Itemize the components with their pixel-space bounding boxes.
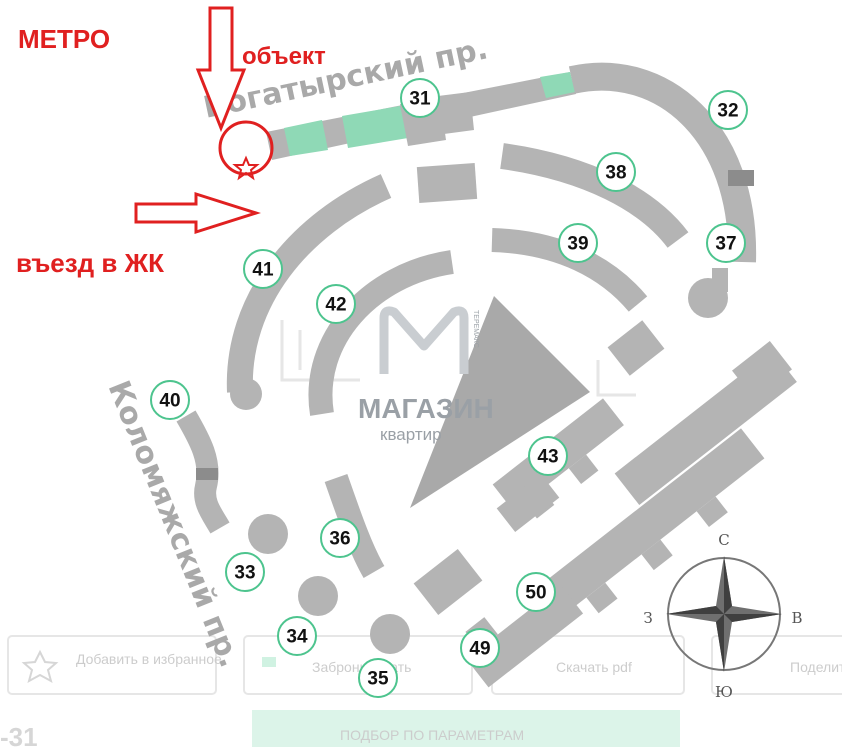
building-33: [248, 514, 288, 554]
building-43-west: [496, 473, 560, 533]
book-icon: [262, 657, 276, 667]
building-32-divider: [728, 170, 754, 186]
compass-rose: С Ю В З: [643, 531, 802, 701]
share-label: Поделиться: [790, 659, 842, 675]
metro-label: МЕТРО: [18, 24, 110, 54]
building-badge-41[interactable]: [243, 249, 283, 289]
building-number-33: 33: [234, 563, 255, 584]
building-badge-38[interactable]: [596, 152, 636, 192]
building-number-32: 32: [717, 101, 738, 122]
watermark: МАГАЗИН квартир ТЕРЕМАКС: [358, 306, 494, 444]
right-arrow-icon: [134, 191, 261, 235]
building-number-39: 39: [567, 234, 588, 255]
entrance-label: въезд в ЖК: [16, 248, 164, 278]
compass-s: Ю: [715, 683, 733, 701]
building-number-38: 38: [605, 163, 626, 184]
building-badge-37[interactable]: [706, 223, 746, 263]
watermark-logo-icon: [379, 306, 469, 374]
building-35: [370, 614, 410, 654]
building-number-37: 37: [715, 234, 736, 255]
building-31-block-b: [438, 92, 474, 134]
building-badge-40[interactable]: [150, 380, 190, 420]
building-badge-31[interactable]: [400, 78, 440, 118]
watermark-side: ТЕРЕМАКС: [472, 310, 479, 348]
down-arrow-icon: [195, 6, 247, 133]
favorites-star-icon: [21, 649, 59, 684]
params-label: ПОДБОР ПО ПАРАМЕТРАМ: [340, 727, 524, 743]
building-31-highlight-right: [540, 72, 575, 98]
building-40: [176, 410, 230, 534]
compass-e: В: [791, 609, 802, 627]
object-label: объект: [242, 43, 326, 70]
params-button-bg[interactable]: [252, 710, 680, 747]
building-41-end: [230, 378, 262, 410]
buildings-layer: [176, 62, 797, 688]
compass-n: С: [718, 531, 729, 549]
building-badge-33[interactable]: [225, 552, 265, 592]
building-number-43: 43: [537, 447, 558, 468]
building-south-block: [413, 549, 483, 615]
building-34: [298, 576, 338, 616]
building-northeast-blocks: [607, 320, 792, 399]
building-badge-35[interactable]: [358, 658, 398, 698]
building-badge-49[interactable]: [460, 628, 500, 668]
pdf-label: Скачать pdf: [556, 659, 632, 675]
building-badge-42[interactable]: [316, 284, 356, 324]
building-number-31: 31: [409, 89, 431, 110]
building-badge-36[interactable]: [320, 518, 360, 558]
building-number-49: 49: [469, 639, 490, 660]
building-number-36: 36: [329, 529, 350, 550]
compass-w: З: [643, 609, 652, 627]
building-number-35: 35: [367, 669, 389, 690]
building-badge-34[interactable]: [277, 616, 317, 656]
building-badge-32[interactable]: [708, 90, 748, 130]
building-38-block: [416, 163, 478, 203]
building-badge-43[interactable]: [528, 436, 568, 476]
building-badge-50[interactable]: [516, 572, 556, 612]
share-button-bg[interactable]: [711, 635, 842, 695]
building-badges: 31 32 33 34 35 36 37 38 39 40 41 42 43 49 50: [150, 78, 748, 698]
building-number-42: 42: [325, 295, 346, 316]
building-40-divider: [196, 468, 218, 480]
building-50-group: [544, 428, 765, 614]
favorites-button-bg[interactable]: [7, 635, 217, 695]
watermark-line2: квартир: [380, 425, 442, 444]
favorites-label: Добавить в избранное: [76, 651, 222, 667]
building-31-highlight-left: [284, 120, 328, 156]
building-badge-39[interactable]: [558, 223, 598, 263]
compass-star-icon: [666, 556, 782, 672]
building-number-40: 40: [159, 391, 180, 412]
building-37-link: [712, 268, 728, 292]
bottom-left-label: -31: [0, 722, 38, 747]
central-wedge: [410, 296, 590, 508]
faded-outlines: [280, 320, 636, 397]
object-star-icon: [232, 155, 260, 181]
building-32-37-arc: [568, 62, 757, 263]
watermark-line1: МАГАЗИН: [358, 393, 494, 424]
building-number-34: 34: [286, 627, 308, 648]
building-number-50: 50: [525, 583, 546, 604]
object-marker-circle: [218, 120, 274, 176]
building-number-41: 41: [252, 260, 274, 281]
background-ui: Добавить в избранное Забронировать Скача…: [0, 635, 842, 747]
building-31-highlight-center: [342, 106, 408, 148]
